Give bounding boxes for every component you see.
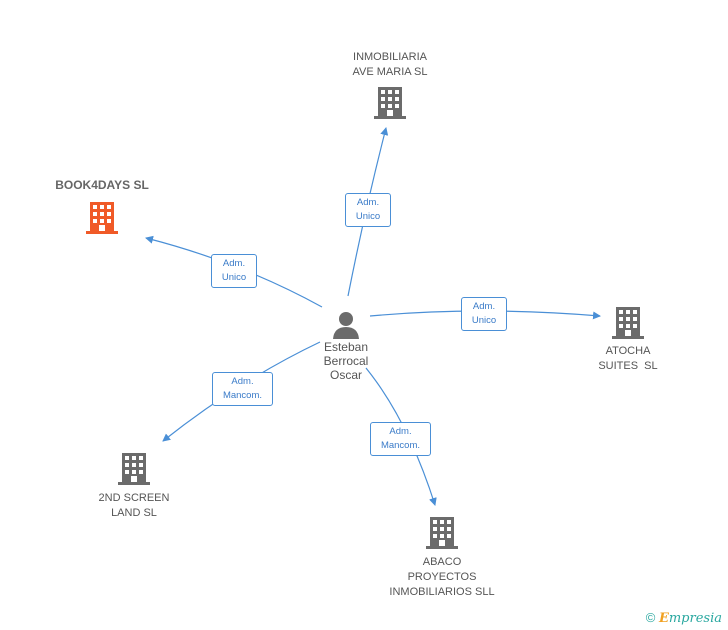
building-icon [374, 87, 406, 119]
company-name-line: ATOCHA [605, 345, 651, 357]
person-icon [333, 312, 359, 339]
company-name-line: INMOBILIARIA [353, 51, 427, 63]
building-icon [612, 307, 644, 339]
company-node-atocha[interactable]: ATOCHA SUITES SL [580, 304, 676, 374]
company-name-line: BOOK4DAYS SL [55, 178, 149, 192]
relation-label-abaco[interactable]: Adm. Mancom. [370, 422, 431, 456]
relation-type: Mancom. [380, 440, 421, 451]
footer-brand[interactable]: © Empresia [646, 610, 722, 626]
person-name-line-1: Esteban [323, 340, 369, 354]
company-node-screen[interactable]: 2ND SCREEN LAND SL [88, 450, 180, 521]
building-icon [118, 453, 150, 485]
company-name-line: ABACO [422, 556, 462, 568]
company-node-book4days[interactable]: BOOK4DAYS SL [40, 178, 164, 235]
relation-label-inmobiliaria[interactable]: Adm. Unico [345, 193, 391, 227]
company-name-line: LAND SL [111, 507, 157, 519]
building-icon [86, 202, 118, 234]
building-icon [426, 517, 458, 549]
person-name-line-2: Berrocal [323, 354, 369, 368]
company-name-line: INMOBILIARIOS SLL [389, 586, 495, 598]
brand-logo: Empresia [658, 611, 722, 626]
relation-type: Unico [355, 211, 381, 222]
relation-label-book4days[interactable]: Adm. Unico [211, 254, 257, 288]
relation-role: Adm. [231, 376, 254, 387]
relation-label-atocha[interactable]: Adm. Unico [461, 297, 507, 331]
relation-type: Unico [221, 272, 247, 283]
relation-type: Mancom. [222, 390, 263, 401]
company-name-line: PROYECTOS [407, 571, 477, 583]
company-node-abaco[interactable]: ABACO PROYECTOS INMOBILIARIOS SLL [382, 514, 502, 600]
company-name-line: SUITES SL [598, 360, 658, 372]
relation-role: Adm. [389, 426, 412, 437]
person-node[interactable]: Esteban Berrocal Oscar [308, 310, 384, 382]
relation-label-screen[interactable]: Adm. Mancom. [212, 372, 273, 406]
company-name-line: AVE MARIA SL [352, 66, 428, 78]
copyright-icon: © [645, 610, 656, 625]
company-name-line: 2ND SCREEN [98, 492, 170, 504]
company-node-inmobiliaria[interactable]: INMOBILIARIA AVE MARIA SL [334, 50, 446, 120]
relation-type: Unico [471, 315, 497, 326]
relation-role: Adm. [356, 197, 380, 208]
relation-role: Adm. [222, 258, 246, 269]
relation-role: Adm. [472, 301, 496, 312]
person-name-line-3: Oscar [329, 368, 362, 382]
